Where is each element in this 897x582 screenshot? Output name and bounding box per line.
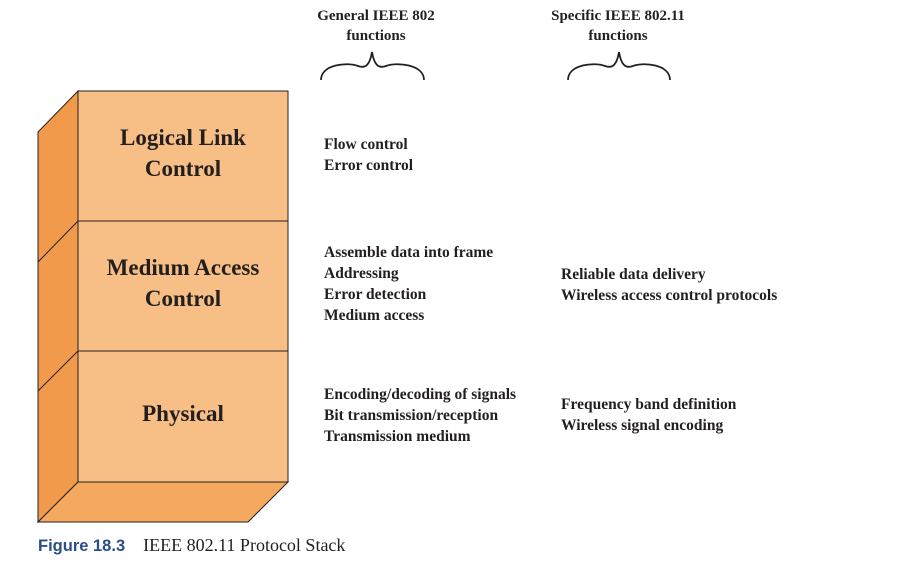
llc-label-line-1: Logical Link — [120, 125, 246, 150]
physical-label-line-1: Physical — [142, 401, 224, 426]
general-functions-brace — [320, 51, 425, 81]
function-item: Medium access — [324, 307, 425, 324]
physical-layer-label: Physical — [78, 398, 288, 429]
mac-label-line-2: Control — [144, 286, 222, 311]
figure-number: Figure 18.3 — [38, 537, 126, 555]
llc-label-line-2: Control — [144, 156, 222, 181]
specific-functions-brace — [567, 51, 671, 81]
function-item: Transmission medium — [324, 428, 471, 445]
llc-layer-label: Logical Link Control — [78, 122, 288, 184]
function-item: Wireless access control protocols — [561, 287, 778, 304]
physical-general-functions: Encoding/decoding of signals Bit transmi… — [324, 384, 516, 447]
figure-caption: Figure 18.3 IEEE 802.11 Protocol Stack — [38, 535, 345, 556]
mac-specific-functions: Reliable data delivery Wireless access c… — [561, 264, 777, 306]
stack-bottom-face — [36, 481, 290, 523]
stack-side-face — [37, 89, 79, 524]
llc-general-functions: Flow control Error control — [324, 134, 413, 176]
side-divider-llc-mac — [37, 220, 79, 263]
function-item: Assemble data into frame — [324, 244, 494, 261]
general-header-line-2: functions — [346, 28, 406, 44]
function-item: Error detection — [324, 286, 427, 303]
function-item: Encoding/decoding of signals — [324, 386, 517, 403]
llc-layer-box — [77, 90, 289, 222]
general-header-line-1: General IEEE 802 — [317, 8, 435, 24]
physical-layer-box — [77, 350, 289, 483]
function-item: Error control — [324, 157, 414, 174]
specific-header-line-2: functions — [588, 28, 648, 44]
function-item: Addressing — [324, 265, 399, 282]
function-item: Wireless signal encoding — [561, 417, 724, 434]
mac-label-line-1: Medium Access — [106, 255, 260, 280]
function-item: Reliable data delivery — [561, 266, 706, 283]
side-divider-mac-phy — [37, 350, 79, 392]
general-functions-header: General IEEE 802 functions — [296, 6, 456, 46]
function-item: Frequency band definition — [561, 396, 737, 413]
mac-layer-label: Medium Access Control — [78, 252, 288, 314]
mac-general-functions: Assemble data into frame Addressing Erro… — [324, 242, 493, 326]
physical-specific-functions: Frequency band definition Wireless signa… — [561, 394, 736, 436]
function-item: Flow control — [324, 136, 408, 153]
function-item: Bit transmission/reception — [324, 407, 499, 424]
specific-header-line-1: Specific IEEE 802.11 — [551, 8, 685, 24]
specific-functions-header: Specific IEEE 802.11 functions — [538, 6, 698, 46]
figure-title: IEEE 802.11 Protocol Stack — [143, 535, 346, 555]
